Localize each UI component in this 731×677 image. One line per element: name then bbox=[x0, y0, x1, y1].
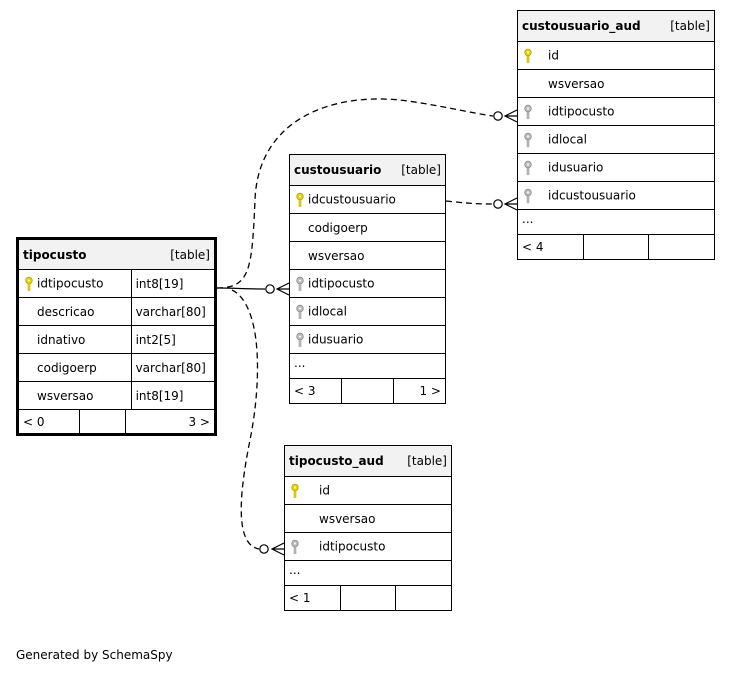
parents-count[interactable]: < 0 bbox=[23, 414, 45, 429]
foreign-key-icon bbox=[294, 304, 308, 320]
column-name: idusuario bbox=[308, 332, 364, 346]
column-row[interactable]: id bbox=[517, 41, 715, 70]
ellipsis: ... bbox=[289, 563, 301, 577]
more-columns-row: ... bbox=[289, 353, 446, 379]
table-footer: < 3 1 > bbox=[289, 378, 446, 404]
column-name: idcustousuario bbox=[308, 192, 396, 206]
table-custousuario-aud[interactable]: custousuario_aud [table] id wsversao idt… bbox=[517, 10, 715, 260]
foreign-key-icon bbox=[522, 132, 548, 148]
column-row[interactable]: wsversao bbox=[289, 241, 446, 270]
column-name: descricao bbox=[37, 304, 95, 319]
relation-tipocusto-custousuario-aud bbox=[216, 98, 494, 289]
table-kind: [table] bbox=[401, 163, 441, 177]
column-row[interactable]: codigoerp varchar[80] bbox=[17, 353, 217, 382]
foreign-key-icon bbox=[522, 160, 548, 176]
table-tipocusto[interactable]: tipocusto [table] idtipocusto int8[19] d… bbox=[16, 237, 217, 436]
column-type: varchar[80] bbox=[135, 304, 206, 319]
foreign-key-icon bbox=[522, 188, 548, 204]
relation-tipocusto-custousuario bbox=[216, 287, 266, 290]
column-name: idlocal bbox=[308, 304, 347, 318]
column-type: varchar[80] bbox=[135, 360, 206, 375]
table-name[interactable]: tipocusto_aud bbox=[289, 454, 384, 468]
parents-count[interactable]: < 3 bbox=[294, 384, 316, 398]
ellipsis: ... bbox=[294, 356, 306, 370]
table-name[interactable]: custousuario_aud bbox=[522, 19, 641, 33]
parents-count[interactable]: < 4 bbox=[522, 240, 544, 254]
column-row[interactable]: idusuario bbox=[517, 153, 715, 182]
column-row[interactable]: idtipocusto bbox=[289, 269, 446, 298]
column-type: int2[5] bbox=[135, 332, 176, 347]
table-footer: < 0 3 > bbox=[17, 409, 216, 435]
column-name: idcustousuario bbox=[548, 188, 636, 202]
foreign-key-icon bbox=[522, 104, 548, 120]
crowfoot-custousuario-aud-idcustousuario bbox=[493, 197, 518, 211]
column-name: idtipocusto bbox=[308, 276, 375, 290]
column-row[interactable]: idcustousuario bbox=[289, 185, 446, 214]
more-columns-row: ... bbox=[284, 560, 452, 586]
table-header: tipocusto_aud [table] bbox=[284, 445, 452, 477]
crowfoot-custousuario-idtipocusto bbox=[265, 282, 290, 296]
relation-tipocusto-tipocusto-aud bbox=[231, 289, 260, 550]
column-row[interactable]: idusuario bbox=[289, 325, 446, 354]
column-name: idtipocusto bbox=[548, 104, 615, 118]
column-name: idnativo bbox=[37, 332, 86, 347]
column-name: idlocal bbox=[548, 132, 587, 146]
table-header: tipocusto [table] bbox=[17, 238, 216, 270]
foreign-key-icon bbox=[294, 332, 308, 348]
column-name: codigoerp bbox=[37, 360, 97, 375]
table-header: custousuario_aud [table] bbox=[517, 10, 715, 42]
column-name: idusuario bbox=[548, 160, 604, 174]
more-columns-row: ... bbox=[517, 209, 715, 235]
generator-credit: Generated by SchemaSpy bbox=[16, 648, 173, 662]
table-tipocusto-aud[interactable]: tipocusto_aud [table] id wsversao idtipo… bbox=[284, 445, 452, 611]
column-name: wsversao bbox=[319, 511, 376, 526]
table-kind: [table] bbox=[670, 19, 710, 33]
column-row[interactable]: idtipocusto bbox=[517, 97, 715, 126]
column-name: wsversao bbox=[548, 76, 605, 91]
column-row[interactable]: wsversao bbox=[284, 504, 452, 533]
column-type: int8[19] bbox=[135, 276, 184, 291]
column-name: idtipocusto bbox=[37, 276, 104, 290]
children-count[interactable]: 3 > bbox=[188, 414, 210, 429]
table-custousuario[interactable]: custousuario [table] idcustousuario codi… bbox=[289, 154, 446, 404]
column-row[interactable]: idtipocusto int8[19] bbox=[17, 269, 217, 298]
table-header: custousuario [table] bbox=[289, 154, 446, 186]
column-name: idtipocusto bbox=[319, 539, 386, 553]
column-row[interactable]: wsversao bbox=[517, 69, 715, 98]
children-count[interactable]: 1 > bbox=[419, 384, 441, 398]
column-type: int8[19] bbox=[135, 388, 184, 403]
table-name[interactable]: tipocusto bbox=[23, 247, 87, 262]
primary-key-icon bbox=[289, 483, 319, 499]
column-name: codigoerp bbox=[308, 220, 368, 235]
table-kind: [table] bbox=[170, 247, 210, 262]
column-name: wsversao bbox=[308, 248, 365, 263]
column-name: wsversao bbox=[37, 388, 94, 403]
column-row[interactable]: descricao varchar[80] bbox=[17, 297, 217, 326]
foreign-key-icon bbox=[289, 539, 319, 555]
table-footer: < 1 bbox=[284, 585, 452, 611]
column-name: id bbox=[548, 48, 559, 62]
foreign-key-icon bbox=[294, 276, 308, 292]
column-row[interactable]: idlocal bbox=[289, 297, 446, 326]
ellipsis: ... bbox=[522, 212, 534, 226]
column-row[interactable]: codigoerp bbox=[289, 213, 446, 242]
column-row[interactable]: idnativo int2[5] bbox=[17, 325, 217, 354]
table-kind: [table] bbox=[407, 454, 447, 468]
primary-key-icon bbox=[23, 276, 37, 292]
relation-custousuario-custousuario-aud bbox=[445, 200, 494, 205]
column-row[interactable]: idtipocusto bbox=[284, 532, 452, 561]
column-row[interactable]: wsversao int8[19] bbox=[17, 381, 217, 410]
table-name[interactable]: custousuario bbox=[294, 163, 382, 177]
crowfoot-tipocusto-aud-idtipocusto bbox=[259, 542, 285, 556]
table-footer: < 4 bbox=[517, 234, 715, 260]
parents-count[interactable]: < 1 bbox=[289, 591, 311, 605]
primary-key-icon bbox=[522, 48, 548, 64]
crowfoot-custousuario-aud-idtipocusto bbox=[493, 109, 518, 123]
column-row[interactable]: idlocal bbox=[517, 125, 715, 154]
column-row[interactable]: id bbox=[284, 476, 452, 505]
column-name: id bbox=[319, 483, 330, 497]
primary-key-icon bbox=[294, 192, 308, 208]
column-row[interactable]: idcustousuario bbox=[517, 181, 715, 210]
